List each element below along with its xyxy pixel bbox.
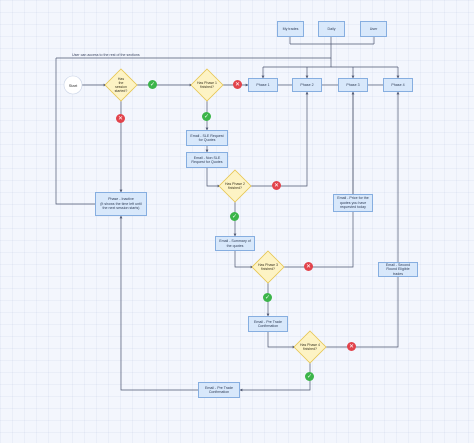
email-summary-box[interactable]: Email - Summary of the quotes bbox=[215, 236, 255, 251]
connector-access-loop bbox=[55, 58, 95, 205]
check-icon: ✓ bbox=[148, 80, 157, 89]
connector-phase4-no bbox=[325, 91, 400, 348]
email-sle-request-box[interactable]: Email - SLE Request for Quotes bbox=[186, 130, 228, 146]
phase-4-box[interactable]: Phase 4 bbox=[383, 78, 413, 92]
email-pre-trade-confirmation-2-box[interactable]: Email - Pre Trade Confirmation bbox=[198, 382, 240, 398]
email-second-round-box[interactable]: Email - Second Round Eligible trades bbox=[378, 262, 418, 277]
decision-phase1-finished[interactable]: Has Phase 1 finished? bbox=[196, 80, 218, 89]
check-icon: ✓ bbox=[263, 293, 272, 302]
email-price-for-quotes-box[interactable]: Email - Price for the quotes you have re… bbox=[333, 194, 373, 212]
start-node-shape bbox=[63, 75, 83, 95]
phase-1-box[interactable]: Phase 1 bbox=[248, 78, 278, 92]
decision-phase2-finished-shape bbox=[218, 169, 252, 203]
cross-icon: ✕ bbox=[233, 80, 242, 89]
connector-phase2-no bbox=[250, 91, 309, 187]
cross-icon: ✕ bbox=[272, 181, 281, 190]
decision-phase1-finished-shape bbox=[190, 68, 224, 102]
decision-phase2-finished[interactable]: Has Phase 2 finished? bbox=[224, 181, 246, 190]
tag-my-trades[interactable]: My trades bbox=[277, 21, 304, 37]
connector-pretrade-to-phase4 bbox=[267, 332, 296, 349]
decision-phase3-finished[interactable]: Has Phase 3 finished? bbox=[257, 262, 279, 271]
phase-2-box[interactable]: Phase 2 bbox=[292, 78, 322, 92]
email-non-sle-request-box[interactable]: Email - Non SLE Request for Quotes bbox=[186, 152, 228, 168]
phase-inactive-box[interactable]: Phase - Inactive (It shows the time left… bbox=[95, 192, 147, 216]
connector-phase4-yes bbox=[239, 362, 311, 392]
decision-session-started-shape bbox=[104, 68, 138, 102]
connector-phase-bus bbox=[263, 58, 332, 68]
decision-session-started[interactable]: Has the session started? bbox=[114, 76, 128, 94]
tag-user[interactable]: User bbox=[360, 21, 387, 37]
start-label[interactable]: Start bbox=[68, 82, 78, 88]
decision-phase4-finished-shape bbox=[293, 330, 327, 364]
decision-phase4-finished[interactable]: Has Phase 4 finished? bbox=[299, 342, 321, 351]
check-icon: ✓ bbox=[230, 212, 239, 221]
check-icon: ✓ bbox=[202, 112, 211, 121]
cross-icon: ✕ bbox=[304, 262, 313, 271]
cross-icon: ✕ bbox=[347, 342, 356, 351]
cross-icon: ✕ bbox=[116, 114, 125, 123]
tag-daily[interactable]: Daily bbox=[318, 21, 345, 37]
connector-pretrade2-to-inactive bbox=[119, 215, 198, 391]
email-pre-trade-confirmation-box[interactable]: Email - Pre Trade Confirmation bbox=[248, 316, 288, 332]
connector-summary-to-phase3 bbox=[234, 251, 254, 269]
decision-phase3-finished-shape bbox=[251, 250, 285, 284]
connector-phase3-no bbox=[283, 91, 355, 268]
access-note: User can access to the rest of the secti… bbox=[72, 53, 140, 57]
phase-3-box[interactable]: Phase 3 bbox=[338, 78, 368, 92]
check-icon: ✓ bbox=[305, 372, 314, 381]
connector-nonsle-to-phase2 bbox=[206, 168, 221, 188]
